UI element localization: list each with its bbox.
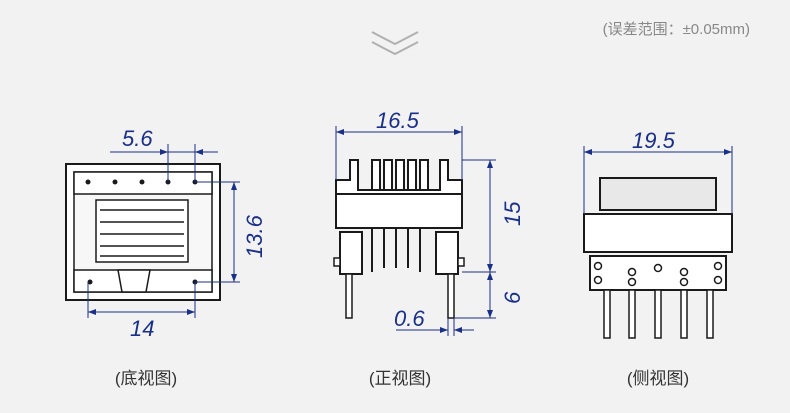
side-dim-width: 19.5: [632, 128, 676, 153]
double-chevron-down-icon: [371, 31, 419, 56]
side-view-bobbin: [583, 213, 733, 253]
front-dim-pin-width: 0.6: [394, 306, 425, 331]
bottom-view-caption: (底视图): [114, 369, 178, 388]
front-view-caption: (正视图): [368, 369, 432, 388]
front-dim-width: 16.5: [376, 108, 420, 133]
bottom-dim-bottom: 14: [130, 316, 154, 341]
tolerance-note: (误差范围：±0.05mm): [602, 21, 750, 38]
bottom-dim-height: 13.6: [242, 214, 267, 258]
front-dim-pin-length: 6: [500, 291, 525, 304]
bottom-dim-width: 5.6: [122, 126, 153, 151]
front-view-core: [335, 193, 463, 229]
side-view-caption: (侧视图): [626, 369, 690, 388]
front-dim-height: 15: [500, 201, 525, 226]
